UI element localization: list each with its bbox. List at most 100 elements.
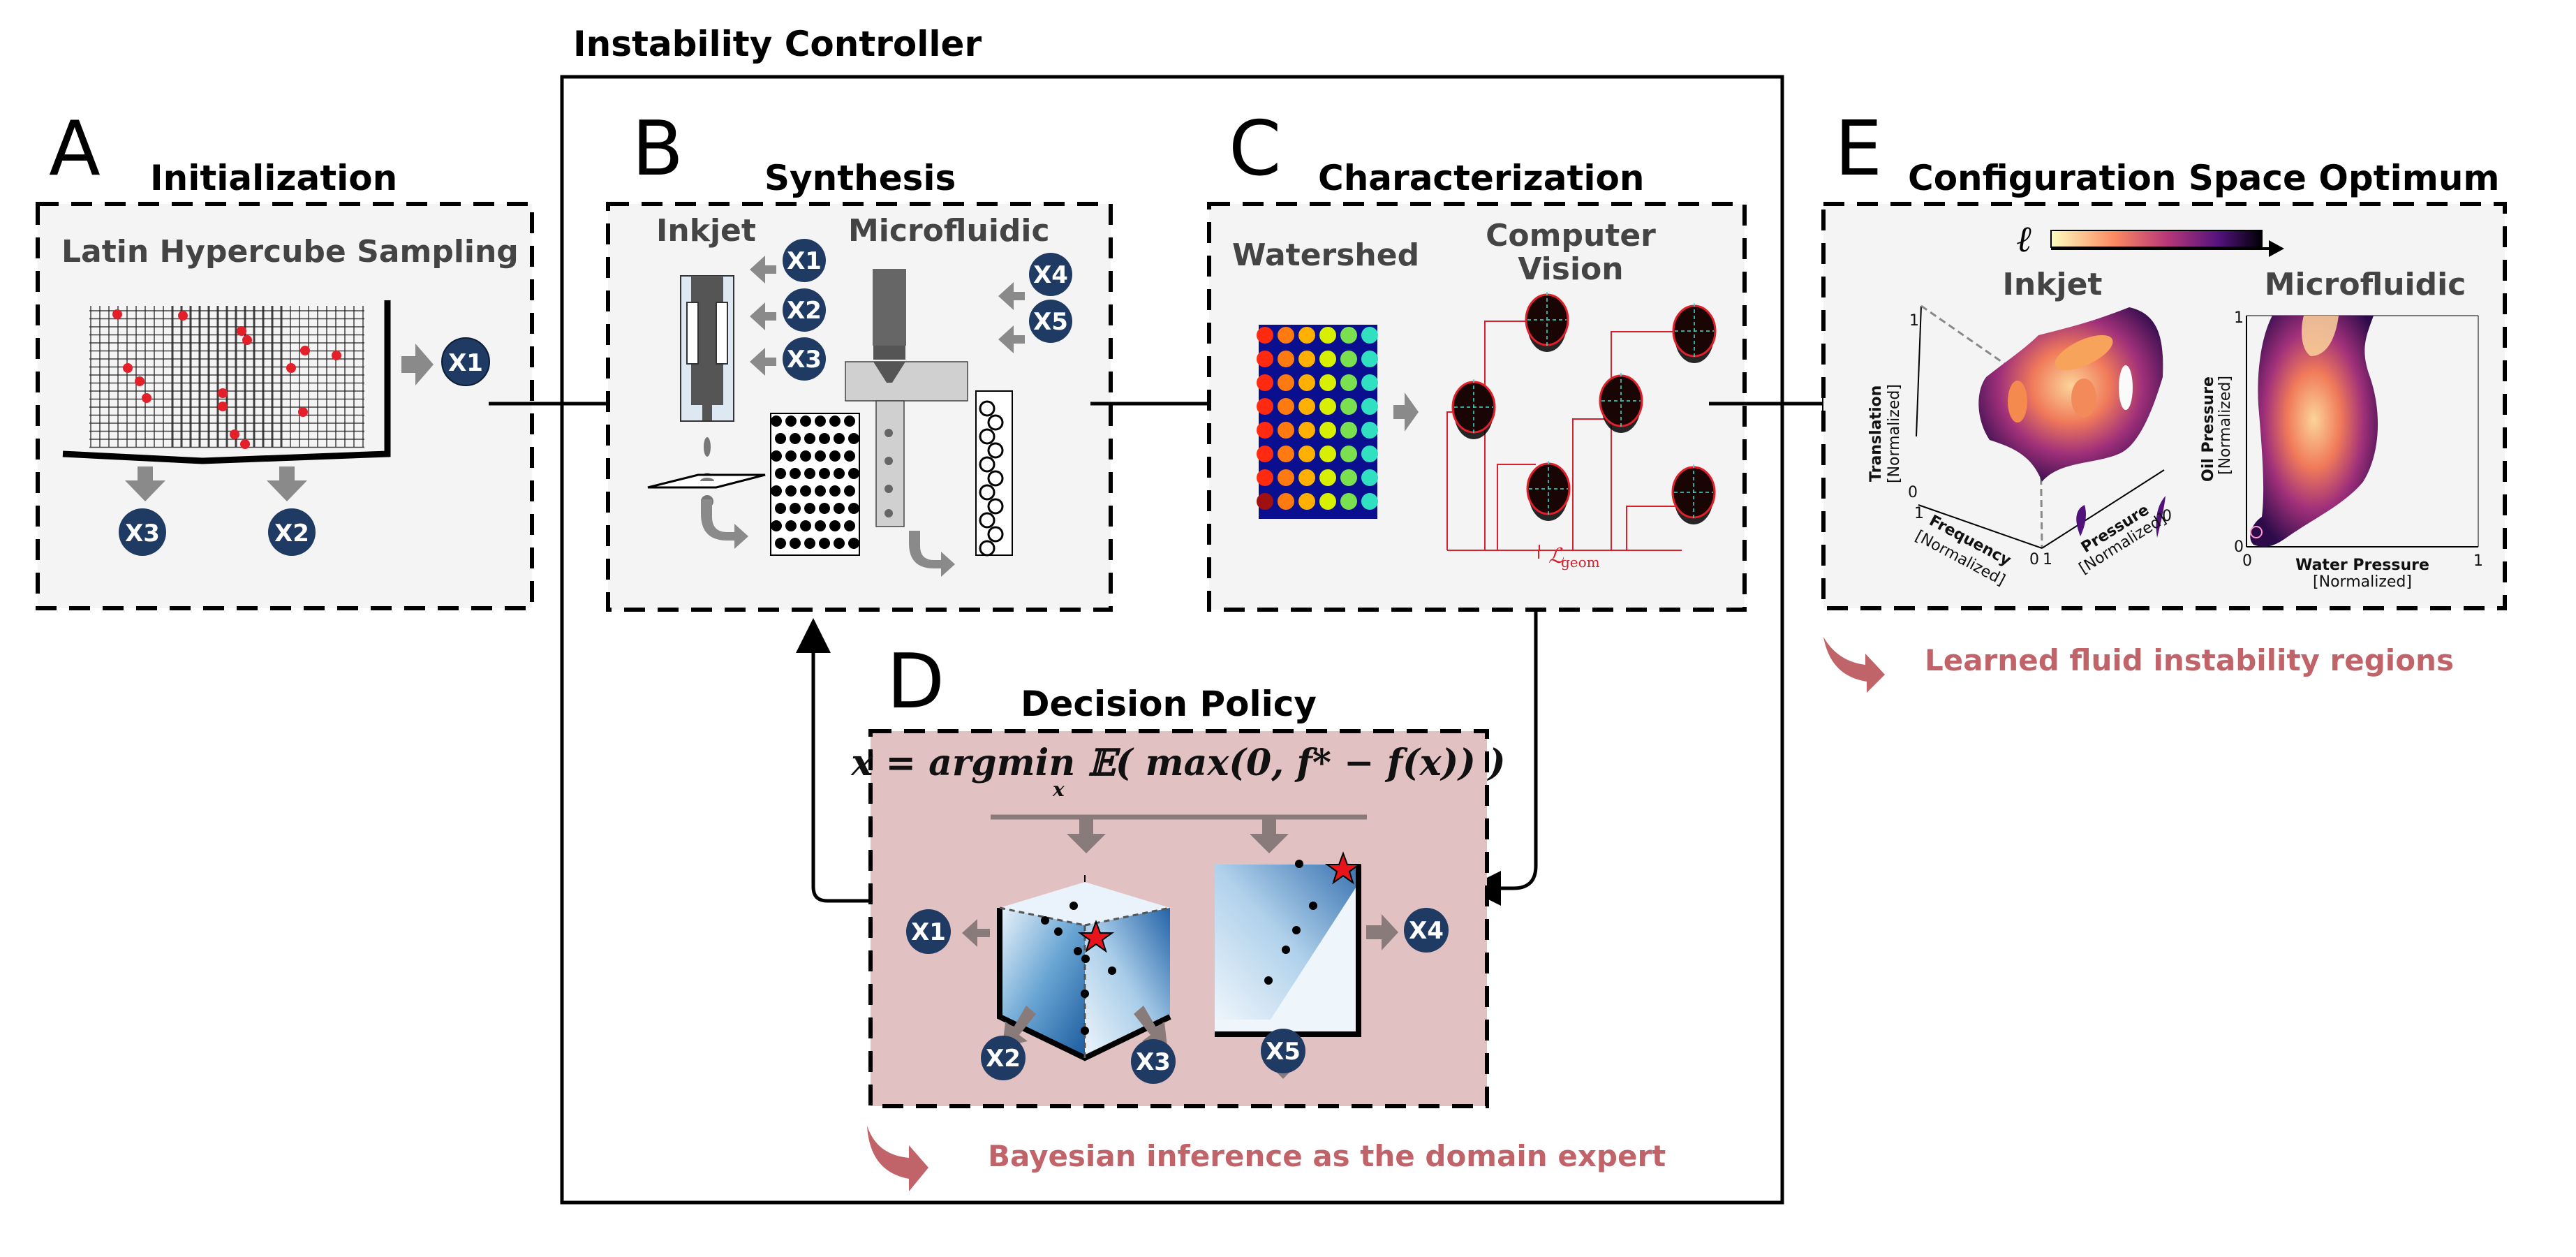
segmented-droplet	[1361, 422, 1378, 439]
droplet-ring	[987, 526, 1004, 543]
arrow-x3-to-inkjet	[750, 348, 776, 376]
droplet	[819, 503, 830, 514]
droplet-ring	[987, 414, 1004, 431]
param-badge-x1: X1	[783, 239, 826, 282]
segmented-droplet	[1361, 493, 1378, 510]
panel-letter-e: E	[1835, 105, 1882, 193]
svg-text:0: 0	[2242, 552, 2252, 570]
segmented-droplet	[1278, 493, 1294, 510]
segmented-droplet	[1257, 351, 1273, 367]
droplet	[834, 538, 845, 549]
svg-text:0: 0	[2162, 508, 2172, 525]
panel-initialization: A Initialization Latin Hypercube Samplin…	[36, 105, 534, 610]
segmented-droplet	[1361, 398, 1378, 415]
segmented-droplet	[1298, 374, 1315, 391]
svg-text:X3: X3	[125, 520, 160, 547]
svg-text:0: 0	[2029, 551, 2039, 568]
inkjet-droplet-array	[770, 413, 860, 556]
droplet	[800, 485, 811, 497]
droplet	[834, 433, 845, 444]
segmented-droplet	[1278, 469, 1294, 486]
droplet-ring	[987, 442, 1004, 459]
sample-point	[135, 376, 145, 386]
sample-point	[218, 402, 228, 411]
segmented-droplet	[1257, 422, 1273, 439]
droplet	[834, 503, 845, 514]
droplet	[815, 485, 826, 497]
droplet	[844, 485, 855, 497]
droplet-ring	[987, 470, 1004, 487]
controller-box	[560, 75, 1784, 1205]
droplet	[785, 520, 797, 531]
sample-point	[286, 363, 296, 373]
segmented-droplet	[1340, 493, 1357, 510]
e-inkjet-label: Inkjet	[2003, 267, 2103, 302]
segmented-droplet	[1319, 374, 1336, 391]
segmented-droplet	[1298, 422, 1315, 439]
param-badge-x5: X5	[1029, 300, 1072, 343]
decision-equation-subscript: x	[1052, 778, 1065, 801]
segmented-droplet	[1319, 493, 1336, 510]
svg-text:X4: X4	[1033, 261, 1068, 289]
segmented-droplet	[1319, 327, 1336, 344]
droplet	[775, 503, 786, 514]
segmented-droplet	[1298, 398, 1315, 415]
panel-title-c: Characterization	[1318, 158, 1645, 198]
segmented-droplet	[1340, 469, 1357, 486]
sample-point	[237, 326, 246, 336]
sample-point	[300, 346, 310, 355]
segmented-droplet	[1298, 493, 1315, 510]
droplet	[834, 468, 845, 479]
droplet	[790, 503, 801, 514]
bayesian-annotation: Bayesian inference as the domain expert	[867, 1126, 1666, 1191]
droplet	[771, 450, 782, 462]
svg-text:1: 1	[2473, 552, 2483, 570]
svg-text:Water Pressure: Water Pressure	[2295, 557, 2429, 574]
watershed-bg	[1259, 325, 1377, 519]
segmented-droplet	[1340, 398, 1357, 415]
droplet	[771, 485, 782, 497]
segmented-droplet	[1278, 422, 1294, 439]
arrow-to-microfluidic-surface	[1250, 818, 1289, 853]
panel-configuration-optimum: E Configuration Space Optimum ℓ Inkjet M…	[1821, 105, 2507, 610]
segmented-droplet	[1278, 327, 1294, 344]
panel-letter-a: A	[49, 105, 101, 193]
svg-text:ℒ: ℒ	[1548, 544, 1564, 568]
droplet	[785, 450, 797, 462]
svg-text:X3: X3	[787, 346, 822, 374]
watershed-segmentation-image	[1257, 325, 1378, 519]
segmented-droplet	[1340, 422, 1357, 439]
arrow-watershed-to-cv	[1393, 392, 1419, 432]
arrow-to-x2-d	[1002, 1006, 1036, 1047]
droplet	[804, 433, 815, 444]
svg-text:X3: X3	[1136, 1048, 1171, 1076]
arrow-to-inkjet-surface	[1067, 818, 1106, 853]
droplet	[844, 520, 855, 531]
panel-letter-c: C	[1229, 105, 1281, 193]
panel-synthesis: B Synthesis Inkjet Microfluidic X1 X2 X3	[606, 105, 1113, 612]
svg-text:Bayesian inference as the doma: Bayesian inference as the domain expert	[988, 1139, 1666, 1173]
droplet	[815, 416, 826, 427]
param-badge-x1-d: X1	[906, 909, 951, 954]
computer-vision-label-2: Vision	[1518, 251, 1623, 287]
droplet	[819, 538, 830, 549]
svg-text:Learned fluid instability regi: Learned fluid instability regions	[1925, 643, 2454, 677]
segmented-droplet	[1257, 469, 1273, 486]
arrow-to-x1	[401, 344, 434, 385]
svg-text:1: 1	[2043, 551, 2052, 568]
droplet	[790, 538, 801, 549]
y-axis	[2041, 469, 2165, 549]
flow-arrow-c-to-d	[1466, 610, 1538, 906]
droplet	[785, 485, 797, 497]
droplet-ring	[987, 498, 1004, 515]
panel-box-d	[868, 729, 1489, 1108]
inkjet-acquisition-cube	[997, 875, 1171, 1061]
svg-text:Translation: Translation	[1867, 385, 1885, 482]
segmented-droplet	[1319, 422, 1336, 439]
segmented-droplet	[1319, 446, 1336, 462]
microfluidic-label: Microfluidic	[848, 213, 1050, 249]
svg-text:[Normalized]: [Normalized]	[2313, 573, 2412, 591]
svg-text:X2: X2	[787, 297, 822, 325]
panel-letter-d: D	[887, 638, 945, 726]
droplet	[815, 450, 826, 462]
